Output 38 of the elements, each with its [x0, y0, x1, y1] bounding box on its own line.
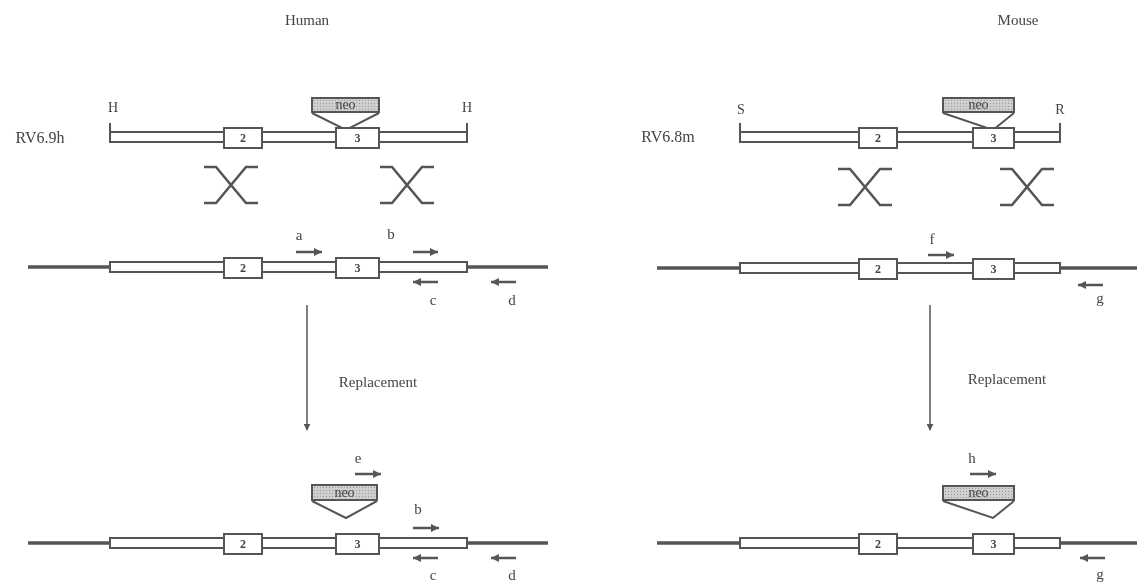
exon-box: 2	[223, 127, 263, 149]
site-label: H	[461, 101, 473, 115]
process-label: Replacement	[967, 371, 1047, 387]
primer-label: h	[968, 450, 976, 466]
primer-label: b	[414, 501, 422, 517]
exon-box: 3	[335, 257, 380, 279]
primer-label: d	[508, 567, 516, 583]
construct-label: RV6.8m	[641, 129, 695, 145]
exon-box: 2	[858, 258, 898, 280]
site-label: R	[1055, 103, 1065, 117]
process-label: Replacement	[338, 374, 418, 390]
exon-box: 2	[858, 533, 898, 555]
exon-box: 3	[972, 258, 1015, 280]
exon-box: 3	[335, 127, 380, 149]
primer-label: e	[354, 450, 362, 466]
construct-label: RV6.9h	[15, 130, 65, 146]
primer-label: g	[1096, 290, 1104, 306]
primer-label: b	[387, 226, 395, 242]
species-title: Mouse	[997, 12, 1039, 28]
cassette-box: neo	[311, 484, 378, 501]
exon-box: 2	[223, 257, 263, 279]
primer-label: g	[1096, 566, 1104, 582]
primer-label: c	[429, 567, 437, 583]
species-title: Human	[284, 12, 330, 28]
site-label: S	[737, 103, 745, 117]
exon-box: 3	[972, 533, 1015, 555]
site-label: H	[107, 101, 119, 115]
cassette-box: neo	[942, 97, 1015, 113]
exon-box: 3	[335, 533, 380, 555]
exon-box: 3	[972, 127, 1015, 149]
cassette-box: neo	[311, 97, 380, 113]
cassette-box: neo	[942, 485, 1015, 501]
primer-label: d	[508, 292, 516, 308]
primer-label: a	[295, 227, 303, 243]
primer-label: c	[429, 292, 437, 308]
exon-box: 2	[858, 127, 898, 149]
primer-label: f	[929, 231, 935, 247]
exon-box: 2	[223, 533, 263, 555]
